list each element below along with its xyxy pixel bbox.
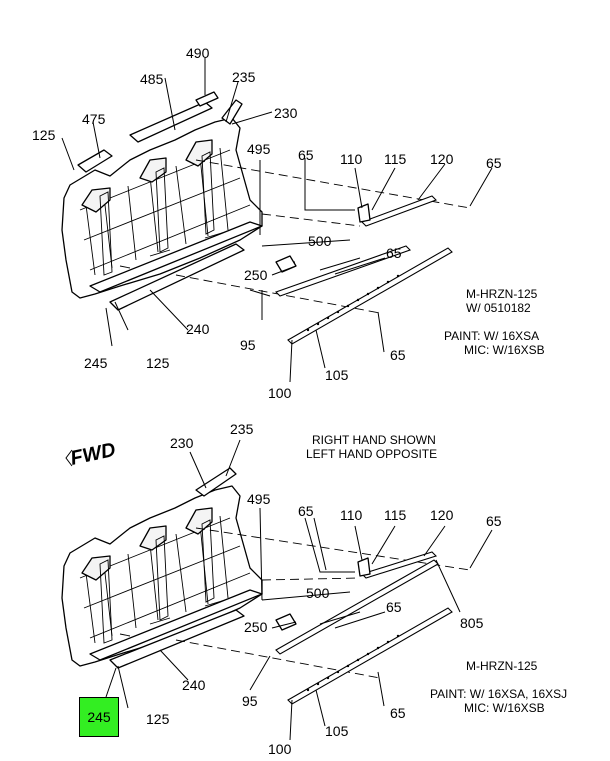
bottom-view: FWD RIGHT HAND SHOWN LEFT HAND OPPOSITE [61,421,567,757]
bottom-callout-805: 805 [460,615,484,631]
bottom-callout-495: 495 [247,491,271,507]
top-view: 490 485 235 230 475 125 495 65 110 115 1… [32,45,545,401]
top-callout-245: 245 [84,355,108,371]
bottom-part-120 [360,551,438,579]
highlighted-callout-245[interactable]: 245 [79,697,119,737]
top-note-paint: PAINT: W/ 16XSA [444,329,539,343]
top-callout-490: 490 [186,45,210,61]
top-callout-485: 485 [140,71,164,87]
top-part-240 [109,243,245,311]
bottom-part-95 [275,559,439,655]
bottom-callout-95: 95 [242,693,258,709]
top-part-120 [361,195,437,227]
bottom-note-paint: PAINT: W/ 16XSA, 16XSJ [430,687,567,701]
top-callout-495: 495 [247,141,271,157]
bottom-callout-65d: 65 [390,705,406,721]
hand-note-line1: RIGHT HAND SHOWN [312,433,436,447]
top-part-110 [357,203,371,223]
fwd-arrow-icon [65,449,73,467]
top-callout-95: 95 [240,337,256,353]
bottom-callout-115: 115 [384,507,407,523]
top-callout-110: 110 [340,151,363,167]
bottom-note-model: M-HRZN-125 [466,659,538,673]
fwd-label: FWD [68,439,117,470]
top-callout-65b: 65 [486,155,502,171]
top-callout-230: 230 [274,105,298,121]
bottom-callout-65a: 65 [298,503,314,519]
bottom-callout-100: 100 [268,741,292,757]
bottom-part-110 [357,557,371,577]
top-callout-475: 475 [82,111,106,127]
top-callout-500: 500 [308,233,332,249]
bottom-callout-105: 105 [325,723,349,739]
top-callout-100: 100 [268,385,292,401]
top-part-105 [287,247,453,345]
top-note-mic: MIC: W/16XSB [464,343,545,357]
bottom-callout-120: 120 [430,507,454,523]
top-callout-125a: 125 [32,127,56,143]
top-panel-assembly [61,117,263,299]
top-callout-240: 240 [186,321,210,337]
top-callout-235: 235 [232,69,256,85]
bottom-callout-500: 500 [306,585,330,601]
top-callout-125b: 125 [146,355,170,371]
top-callout-65a: 65 [298,147,314,163]
top-note-model: M-HRZN-125 [466,287,538,301]
top-part-485 [129,101,213,143]
top-callout-105: 105 [325,367,349,383]
bottom-part-240 [109,609,245,669]
top-callout-250: 250 [244,267,268,283]
bottom-part-105 [287,607,453,705]
top-callout-65d: 65 [390,347,406,363]
bottom-callout-250: 250 [244,619,268,635]
bottom-callout-110: 110 [340,507,363,523]
top-part-475 [77,149,113,173]
bottom-callout-235: 235 [230,421,254,437]
bottom-note-mic: MIC: W/16XSB [464,701,545,715]
top-callout-65c: 65 [386,245,402,261]
top-note-serial: W/ 0510182 [466,301,531,315]
bottom-callout-125: 125 [146,711,170,727]
top-part-490 [195,91,219,107]
bottom-part-250 [275,613,297,631]
bottom-callout-240: 240 [182,677,206,693]
bottom-callout-65c: 65 [386,599,402,615]
top-callout-115: 115 [384,151,407,167]
hand-note-line2: LEFT HAND OPPOSITE [306,447,437,461]
bottom-callout-65b: 65 [486,513,502,529]
top-callout-120: 120 [430,151,454,167]
bottom-callout-230: 230 [170,435,194,451]
